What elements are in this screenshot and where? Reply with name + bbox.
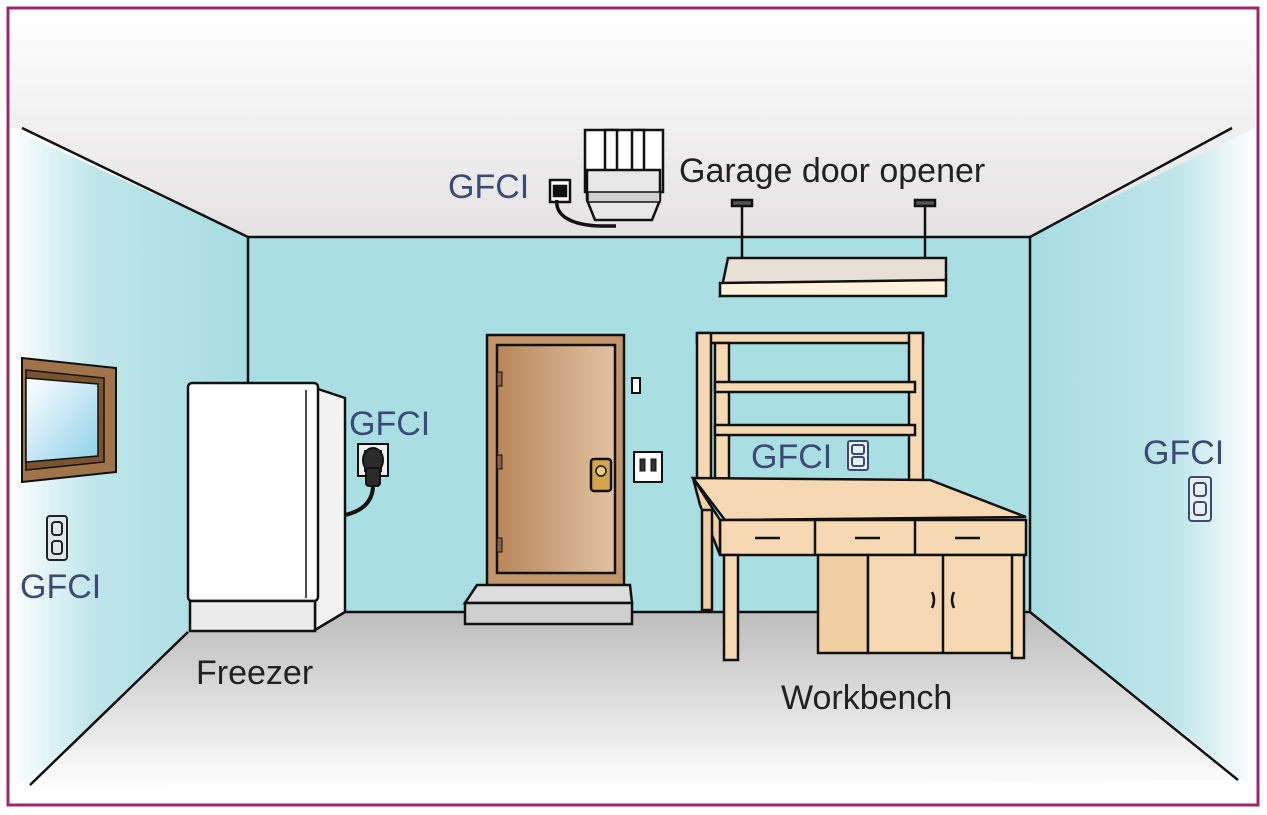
freezer-gfci-outlet <box>344 443 389 517</box>
label-gfci-right-wall: GFCI <box>1143 434 1224 472</box>
label-gfci-ceiling: GFCI <box>448 168 529 206</box>
workbench-hutch <box>695 331 925 495</box>
garage-door-opener <box>548 128 665 228</box>
frame-border <box>6 6 1260 807</box>
door-step <box>462 583 634 626</box>
ceiling-light <box>718 198 948 298</box>
label-freezer: Freezer <box>196 654 313 692</box>
window <box>21 356 117 484</box>
left-wall-outlet <box>46 515 68 561</box>
freezer <box>186 381 347 633</box>
door <box>485 333 626 590</box>
label-workbench: Workbench <box>781 679 952 717</box>
right-wall <box>1030 128 1255 790</box>
left-wall <box>10 128 248 790</box>
floor <box>30 612 1240 790</box>
label-gfci-freezer: GFCI <box>349 405 430 443</box>
label-gfci-left-wall: GFCI <box>20 568 101 606</box>
workbench <box>690 476 1028 662</box>
workbench-gfci-outlet <box>847 440 869 471</box>
label-garage-door-opener: Garage door opener <box>679 152 985 190</box>
ceiling <box>10 10 1255 237</box>
label-gfci-workbench: GFCI <box>751 438 832 476</box>
wall-switch <box>631 377 663 483</box>
right-wall-gfci-outlet <box>1188 476 1212 522</box>
